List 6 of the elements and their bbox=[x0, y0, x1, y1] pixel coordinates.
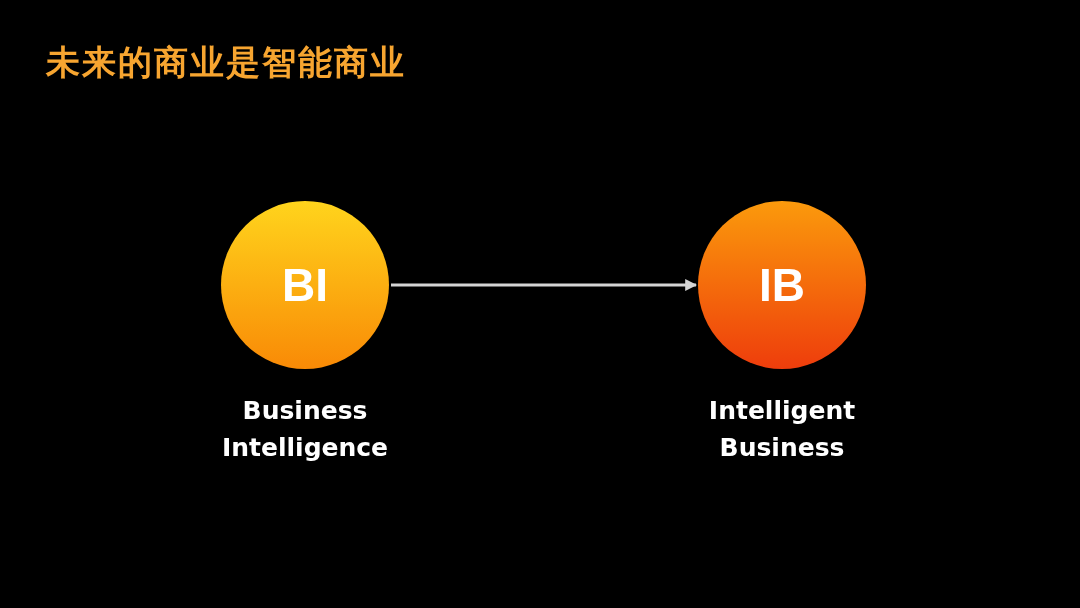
arrow bbox=[391, 279, 698, 291]
slide-title: 未来的商业是智能商业 bbox=[46, 41, 406, 84]
node-caption: Intelligent Business bbox=[707, 395, 857, 464]
node-label: IB bbox=[759, 258, 805, 312]
node-caption: Business Intelligence bbox=[220, 395, 390, 464]
node-label: BI bbox=[282, 258, 328, 312]
